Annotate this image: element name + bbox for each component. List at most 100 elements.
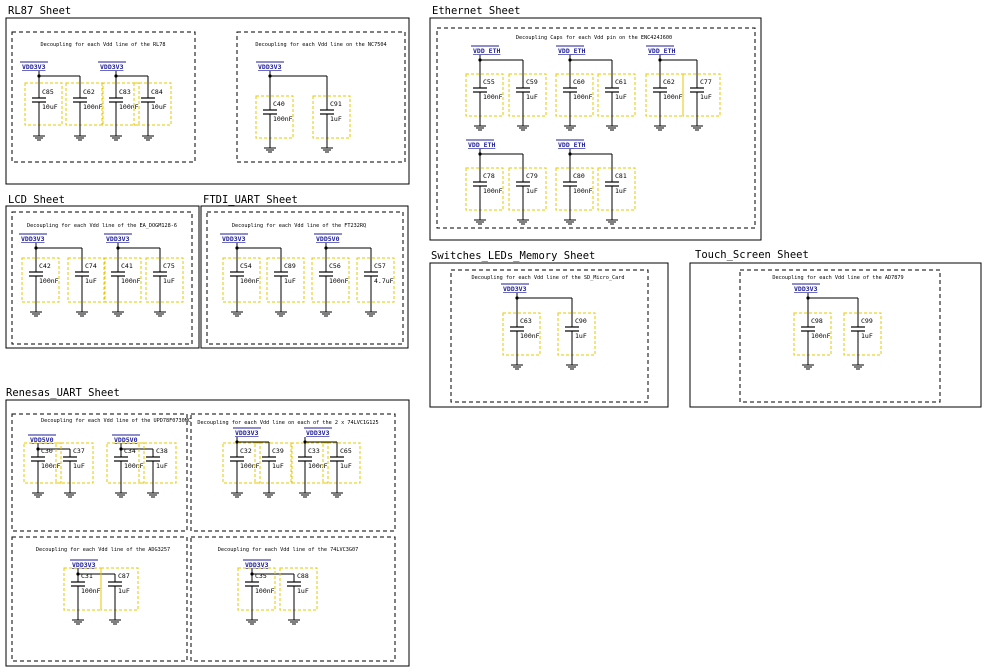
decoupling-block: Decoupling for each Vdd line of the AD78… bbox=[739, 269, 941, 403]
sheet-frame bbox=[5, 17, 410, 185]
decoupling-block: Decoupling for each Vdd line of the EA_D… bbox=[11, 211, 193, 345]
net-label: VDD_ETH bbox=[558, 141, 585, 149]
selection-highlight bbox=[106, 442, 145, 484]
block-frame bbox=[190, 536, 396, 662]
net-label: VDD3V3 bbox=[258, 63, 282, 71]
sheet-title: Renesas_UART Sheet bbox=[6, 387, 120, 399]
selection-highlight bbox=[465, 167, 504, 211]
sheet-frame bbox=[429, 17, 762, 241]
cap-ref: C87 bbox=[118, 572, 130, 580]
capacitor[interactable]: C55 100nF bbox=[465, 60, 504, 131]
net-label: VDD_ETH bbox=[558, 47, 585, 55]
cap-ref: C62 bbox=[83, 88, 95, 96]
block-note: Decoupling for each Vdd line of the FT23… bbox=[232, 223, 366, 229]
decoupling-block: Decoupling Caps for each Vdd pin on the … bbox=[436, 27, 756, 229]
cap-value: 100nF bbox=[483, 93, 503, 101]
selection-highlight bbox=[290, 442, 329, 484]
cap-ref: C81 bbox=[615, 172, 627, 180]
block-note: Decoupling for each Vdd line of the SD_M… bbox=[471, 275, 624, 281]
block-frame bbox=[11, 211, 193, 345]
cap-ref: C75 bbox=[163, 262, 175, 270]
selection-highlight bbox=[254, 442, 293, 484]
selection-highlight bbox=[312, 95, 351, 139]
decoupling-block: Decoupling for each Vdd line of the FT23… bbox=[206, 211, 404, 345]
cap-value: 1uF bbox=[526, 93, 538, 101]
net-label: VDD_ETH bbox=[473, 47, 500, 55]
selection-highlight bbox=[67, 257, 106, 303]
cap-value: 1uF bbox=[700, 93, 712, 101]
selection-highlight bbox=[23, 442, 62, 484]
cap-ref: C40 bbox=[273, 100, 285, 108]
cap-value: 100nF bbox=[255, 587, 275, 595]
selection-highlight bbox=[555, 167, 594, 211]
sheet-title: FTDI_UART Sheet bbox=[203, 194, 298, 206]
cap-ref: C37 bbox=[73, 447, 85, 455]
net-label: VDD3V3 bbox=[22, 63, 46, 71]
cap-value: 100nF bbox=[81, 587, 101, 595]
net-label: VDD_ETH bbox=[648, 47, 675, 55]
selection-highlight bbox=[508, 73, 547, 117]
selection-highlight bbox=[138, 442, 177, 484]
selection-highlight bbox=[682, 73, 721, 117]
block-note: Decoupling for each Vdd line of the RL78 bbox=[41, 42, 166, 48]
block-frame bbox=[11, 31, 196, 163]
selection-highlight bbox=[597, 167, 636, 211]
selection-highlight bbox=[465, 73, 504, 117]
cap-ref: C88 bbox=[297, 572, 309, 580]
selection-highlight bbox=[65, 82, 104, 126]
cap-ref: C60 bbox=[573, 78, 585, 86]
cap-ref: C34 bbox=[124, 447, 136, 455]
sheet-title: LCD Sheet bbox=[8, 194, 65, 206]
selection-highlight bbox=[101, 82, 140, 126]
net-label: VDD3V3 bbox=[72, 561, 96, 569]
cap-ref: C61 bbox=[615, 78, 627, 86]
cap-ref: C55 bbox=[483, 78, 495, 86]
block-frame bbox=[11, 413, 188, 532]
